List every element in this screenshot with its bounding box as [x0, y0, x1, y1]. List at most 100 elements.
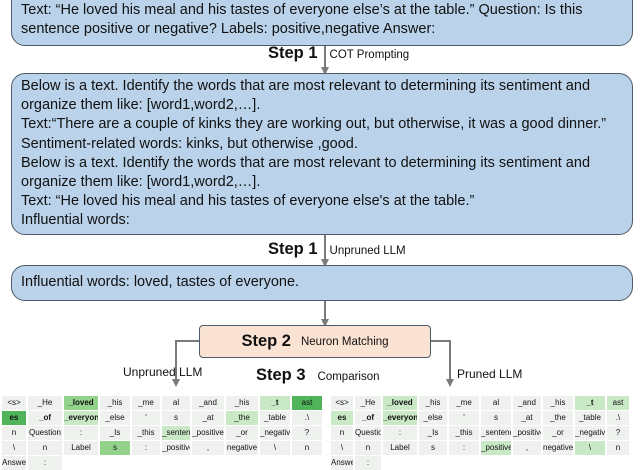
token-cell: _his — [100, 396, 130, 410]
token-cell: Question — [28, 426, 62, 440]
token-cell: al — [481, 396, 511, 410]
token-cell: _negative — [260, 426, 290, 440]
token-cell: : — [355, 456, 381, 470]
token-cell: ast — [607, 396, 629, 410]
token-cell: _and — [192, 396, 224, 410]
token-cell: _t — [575, 396, 605, 410]
token-cell: ? — [607, 426, 629, 440]
step1-unpruned-label: Step 1 Unpruned LLM — [268, 240, 406, 259]
token-cell: al — [162, 396, 190, 410]
token-cell: \ — [260, 441, 290, 455]
influential-words-box: Influential words: loved, tastes of ever… — [11, 265, 633, 301]
token-cell: _of — [28, 411, 62, 425]
token-cell: _and — [513, 396, 541, 410]
token-cell: ? — [292, 426, 322, 440]
token-cell: : — [383, 426, 417, 440]
token-cell: _else — [419, 411, 447, 425]
token-cell: _Is — [100, 426, 130, 440]
pruned-llm-label: Pruned LLM — [457, 367, 523, 381]
token-cell: : — [132, 441, 160, 455]
token-cell: _the — [226, 411, 258, 425]
step1-cot-label: Step 1 COT Prompting — [268, 44, 409, 63]
token-cell: ast — [292, 396, 322, 410]
token-cell: : — [449, 441, 479, 455]
token-cell: ' — [449, 411, 479, 425]
token-cell: s — [419, 441, 447, 455]
input-prompt-box: Text: “He loved his meal and his tastes … — [11, 0, 633, 46]
prompt-line: Text:“There are a couple of kinks they a… — [21, 116, 607, 133]
token-cell: _at — [513, 411, 541, 425]
token-cell: Label — [64, 441, 98, 455]
token-cell: : — [28, 456, 62, 470]
token-cell: \ — [331, 441, 353, 455]
neuron-matching-box: Step 2 Neuron Matching — [199, 325, 431, 358]
step3-label: Step 3 Comparison — [256, 366, 380, 385]
step-number: Step 3 — [256, 366, 306, 384]
token-cell: Answer — [331, 456, 353, 470]
token-cell: _everyone — [64, 411, 98, 425]
token-cell: \ — [2, 441, 26, 455]
token-cell: _sentence — [162, 426, 190, 440]
prompt-line: organize them like: [word1,word2,…]. — [21, 97, 261, 114]
token-cell: _everyone — [383, 411, 417, 425]
token-cell: _else — [100, 411, 130, 425]
prompt-line: Below is a text. Identify the words that… — [21, 154, 591, 171]
influential-words-text: Influential words: loved, tastes of ever… — [21, 274, 300, 290]
token-cell: , — [513, 441, 541, 455]
token-cell: n — [292, 441, 322, 455]
token-cell: _table — [575, 411, 605, 425]
step-number: Step 2 — [241, 332, 291, 350]
input-line: Text: “He loved his meal and his tastes … — [21, 2, 583, 18]
token-cell: Answer — [2, 456, 26, 470]
token-cell: .\ — [292, 411, 322, 425]
token-cell: : — [64, 426, 98, 440]
token-cell: _loved — [383, 396, 417, 410]
token-cell: _positive — [513, 426, 541, 440]
arrow-left-branch — [172, 340, 199, 387]
token-cell: n — [355, 441, 381, 455]
token-cell: negative — [543, 441, 573, 455]
token-cell: Question — [355, 426, 381, 440]
token-cell: _t — [260, 396, 290, 410]
step-number: Step 1 — [268, 240, 318, 258]
token-cell: <s> — [2, 396, 26, 410]
token-cell: _loved — [64, 396, 98, 410]
token-cell: _this — [449, 426, 479, 440]
token-cell: <s> — [331, 396, 353, 410]
token-cell: _He — [28, 396, 62, 410]
token-cell: _or — [543, 426, 573, 440]
token-cell: _positive — [192, 426, 224, 440]
token-cell: _Is — [419, 426, 447, 440]
step-caption: COT Prompting — [329, 49, 410, 61]
token-cell: .\ — [607, 411, 629, 425]
step-number: Step 1 — [268, 44, 318, 62]
prompt-line: Text: “He loved his meal and his tastes … — [21, 193, 475, 210]
token-cell: ' — [132, 411, 160, 425]
token-cell: _this — [132, 426, 160, 440]
token-cell: Label — [383, 441, 417, 455]
token-cell: _He — [355, 396, 381, 410]
token-cell: s — [100, 441, 130, 455]
token-cell: _negative — [575, 426, 605, 440]
prompt-line: Influential words: — [21, 212, 130, 229]
token-cell: _me — [132, 396, 160, 410]
token-cell: _of — [355, 411, 381, 425]
token-cell: _his — [419, 396, 447, 410]
token-cell: _his — [543, 396, 573, 410]
input-line: sentence positive or negative? Labels: p… — [21, 21, 436, 38]
token-cell: es — [331, 411, 353, 425]
token-cell: , — [192, 441, 224, 455]
token-cell: n — [607, 441, 629, 455]
token-cell: _table — [260, 411, 290, 425]
token-cell: negative — [226, 441, 258, 455]
arrow-right-branch — [431, 340, 454, 387]
step-caption: Neuron Matching — [300, 335, 389, 348]
token-cell: _sentence — [481, 426, 511, 440]
token-cell: n — [331, 426, 353, 440]
prompt-line: Sentiment-related words: kinks, but othe… — [21, 135, 358, 152]
token-cell: \ — [575, 441, 605, 455]
token-cell: _his — [226, 396, 258, 410]
